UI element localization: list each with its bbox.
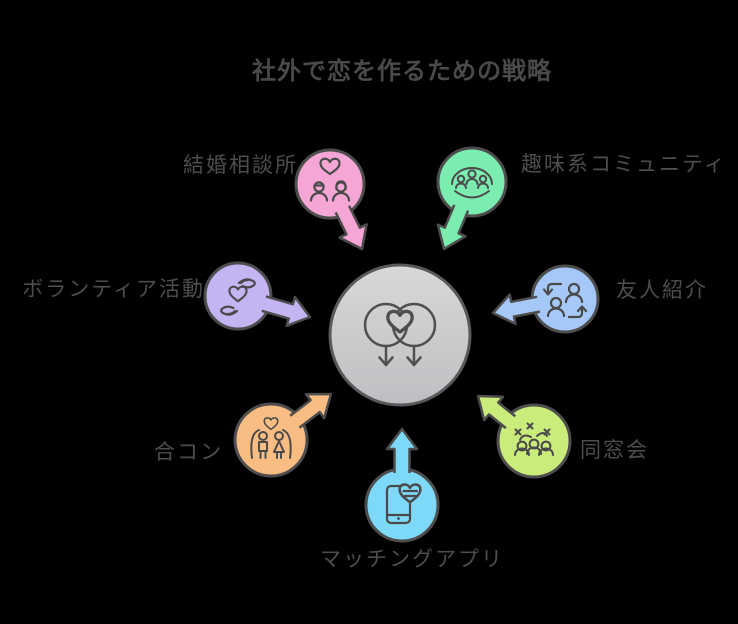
hands-heart-icon (220, 278, 256, 316)
man-woman-heart-icon (250, 417, 292, 459)
arrow-marriage-agency (334, 205, 368, 251)
arrow-class-reunion (476, 394, 517, 430)
node-class-reunion (476, 394, 572, 479)
smartphone-heart-icon (385, 483, 422, 525)
arrow-hobby-community (436, 204, 470, 251)
community-group-icon (451, 167, 493, 199)
arrow-volunteer (261, 295, 312, 328)
center-hub (328, 263, 472, 407)
label-volunteer: ボランティア活動 (22, 278, 205, 301)
label-gokon: 合コン (154, 441, 223, 464)
page-title: 社外で恋を作るための戦略 (252, 58, 552, 85)
label-matching-app: マッチングアプリ (320, 548, 504, 571)
linked-gender-hearts-icon (363, 302, 437, 367)
node-marriage-agency (294, 148, 368, 251)
node-volunteer (203, 261, 312, 331)
label-marriage-agency: 結婚相談所 (183, 154, 298, 177)
label-hobby-community: 趣味系コミュニティ (521, 153, 727, 176)
label-friend-introduction: 友人紹介 (616, 279, 708, 302)
arrow-gokon (289, 392, 333, 429)
label-class-reunion: 同窓会 (580, 439, 649, 462)
node-friend-introduction (491, 264, 600, 334)
arrow-friend-introduction (491, 293, 541, 326)
node-gokon (233, 392, 333, 478)
friend-exchange-icon (542, 282, 588, 319)
node-hobby-community (436, 146, 508, 251)
arrow-matching-app (385, 427, 419, 473)
couple-heart-icon (309, 157, 351, 202)
node-matching-app (364, 427, 440, 543)
reunion-celebration-icon (514, 422, 554, 456)
